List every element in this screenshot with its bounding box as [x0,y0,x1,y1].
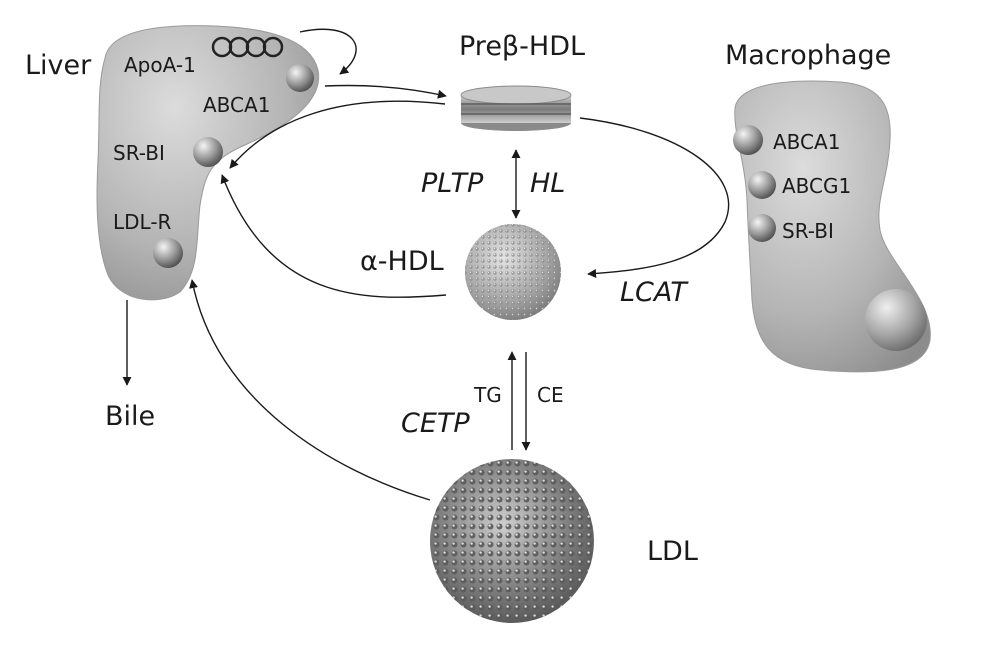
hl-label: HL [530,168,565,199]
apoa1-protein-icon [211,36,284,58]
alpha-hdl-label: α-HDL [360,246,444,277]
macrophage-abca1-receptor [733,125,763,155]
ldlr-label: LDL-R [113,210,172,234]
liver-srbi-label: SR-BI [113,141,165,165]
macrophage-abca1-label: ABCA1 [773,130,840,154]
ldl-label: LDL [647,536,698,567]
alpha-hdl-to-liver-arrow [220,174,447,298]
ldl-to-liver-arrow [189,279,431,501]
lcat-label: LCAT [620,277,689,308]
macrophage-lipid-droplet [865,289,927,351]
liver-srbi-receptor [193,137,223,167]
macrophage-srbi-receptor [748,214,776,242]
apoa1-label: ApoA-1 [124,53,196,77]
prebeta-to-liver-arrow [229,100,446,169]
macrophage-srbi-label: SR-BI [782,219,834,243]
prebeta-hdl-label: Preβ-HDL [459,31,585,62]
macrophage-label: Macrophage [725,40,891,71]
macrophage-abcg1-receptor [748,171,776,199]
apoa1-secretion-arrow [299,28,357,75]
pathway-arrows [122,28,730,501]
macrophage-cell [733,80,931,373]
ldl-particle [430,459,594,623]
lcat-conversion-arrow [579,117,730,278]
ce-label: CE [537,383,564,407]
macrophage-abcg1-label: ABCG1 [782,174,851,198]
tg-label: TG [473,383,502,407]
cetp-label: CETP [401,408,470,439]
alpha-hdl-particle [465,224,561,320]
liver-label: Liver [25,50,92,81]
prebeta-hdl-disc [460,85,572,131]
liver-organ [96,25,320,301]
liver-abca1-receptor [286,64,314,92]
pltp-label: PLTP [421,168,484,199]
bile-label: Bile [105,401,155,432]
liver-abca1-label: ABCA1 [203,93,270,117]
abca1-to-prebeta-arrow [324,84,447,99]
ldl-receptor [153,238,183,268]
